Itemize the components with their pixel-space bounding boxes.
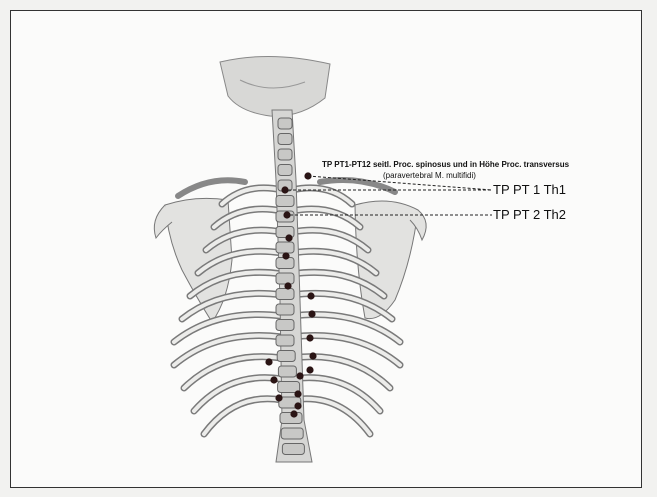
label-tp-pt2: TP PT 2 Th2 [493,207,566,222]
trigger-point [285,234,292,241]
trigger-point [281,186,288,193]
trigger-point [283,211,290,218]
vertebra [276,304,294,315]
trigger-point [294,390,301,397]
vertebra [282,444,304,455]
trigger-point [308,310,315,317]
vertebra [278,366,296,377]
trigger-point [265,358,272,365]
vertebra [276,196,294,207]
trigger-point [275,394,282,401]
trigger-point [306,366,313,373]
vertebra [276,320,294,331]
rib-left-highlight [222,188,282,204]
vertebra [276,273,294,284]
label-tp-pt1: TP PT 1 Th1 [493,182,566,197]
vertebra [278,118,292,129]
vertebra [281,428,303,439]
trigger-point [284,282,291,289]
description-line-1: TP PT1-PT12 seitl. Proc. spinosus und in… [322,160,569,169]
vertebra [276,242,294,253]
trigger-point [282,252,289,259]
vertebra [276,335,294,346]
vertebra [278,165,292,176]
trigger-point [306,334,313,341]
trigger-point [294,402,301,409]
vertebra [278,134,292,145]
vertebra [276,289,294,300]
trigger-point [290,410,297,417]
vertebra [278,149,292,160]
vertebra [277,351,295,362]
trigger-point [296,372,303,379]
trigger-point [307,292,314,299]
spinal-column [272,110,312,462]
description-line-2: (paravertebral M. multifidi) [383,171,476,180]
skull-base [220,56,330,116]
trigger-point [309,352,316,359]
trigger-point [270,376,277,383]
